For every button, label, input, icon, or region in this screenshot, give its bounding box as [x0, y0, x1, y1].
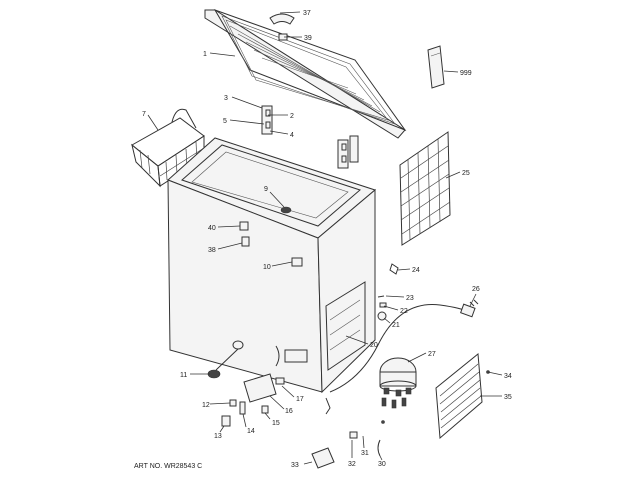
- callout-11: 11: [180, 372, 187, 379]
- callout-2: 2: [290, 113, 294, 120]
- callout-21: 21: [392, 322, 400, 329]
- callout-12: 12: [202, 402, 210, 409]
- rear-grille-part: [399, 131, 451, 246]
- callout-31: 31: [361, 450, 369, 457]
- callout-15: 15: [272, 420, 280, 427]
- callout-40: 40: [208, 225, 216, 232]
- callout-24: 24: [412, 267, 420, 274]
- callout-38: 38: [208, 247, 216, 254]
- callout-25: 25: [462, 170, 470, 177]
- callout-10: 10: [263, 264, 271, 271]
- callout-27: 27: [428, 351, 436, 358]
- callout-32: 32: [348, 461, 356, 468]
- callout-4: 4: [290, 132, 294, 139]
- compressor-part: [379, 357, 417, 409]
- hinge-right-part: [337, 135, 359, 169]
- callout-39: 39: [304, 35, 312, 42]
- power-cord-part: [329, 299, 479, 393]
- cabinet-part: [167, 137, 377, 394]
- hinge-left-part: [261, 105, 273, 135]
- side-grille-part: [435, 353, 483, 440]
- capacitor-part: [349, 431, 358, 439]
- callout-17: 17: [296, 396, 304, 403]
- foot-part: [207, 340, 244, 379]
- callout-23: 23: [406, 295, 414, 302]
- clip-part: [389, 263, 399, 275]
- callout-30: 30: [378, 461, 386, 468]
- callout-34: 34: [504, 373, 512, 380]
- callout-999: 999: [460, 70, 472, 77]
- art-number: ART NO. WR28543 C: [134, 463, 202, 470]
- bracket-part: [221, 415, 231, 427]
- callout-16: 16: [285, 408, 293, 415]
- switch-part: [229, 399, 237, 407]
- callout-26: 26: [472, 286, 480, 293]
- callout-20: 20: [370, 342, 378, 349]
- drier-part: [311, 447, 335, 469]
- insert-part: [291, 257, 303, 267]
- callout-35: 35: [504, 394, 512, 401]
- callout-13: 13: [214, 433, 222, 440]
- drain-plug-part: [280, 206, 292, 214]
- callout-5: 5: [223, 118, 227, 125]
- control-box-part: [243, 345, 285, 403]
- literature-part: [427, 45, 445, 89]
- wire-part: [325, 397, 331, 415]
- tube-part: [377, 420, 385, 457]
- callout-9: 9: [264, 186, 268, 193]
- callout-37: 37: [303, 10, 311, 17]
- leader-lines: [147, 11, 503, 465]
- callout-labels: 37 39 1 999 3 2 5 4 7 9 25 40 38 10 24 2…: [142, 10, 512, 469]
- callout-22: 22: [400, 308, 408, 315]
- lid-part: [204, 9, 407, 139]
- lid-handle-part: [269, 13, 295, 25]
- callout-33: 33: [291, 462, 299, 469]
- callout-14: 14: [247, 428, 255, 435]
- callout-1: 1: [203, 51, 207, 58]
- relay-parts: [377, 295, 387, 321]
- sensor-part: [261, 405, 269, 414]
- callout-7: 7: [142, 111, 146, 118]
- bulb-part: [239, 401, 246, 415]
- callout-3: 3: [224, 95, 228, 102]
